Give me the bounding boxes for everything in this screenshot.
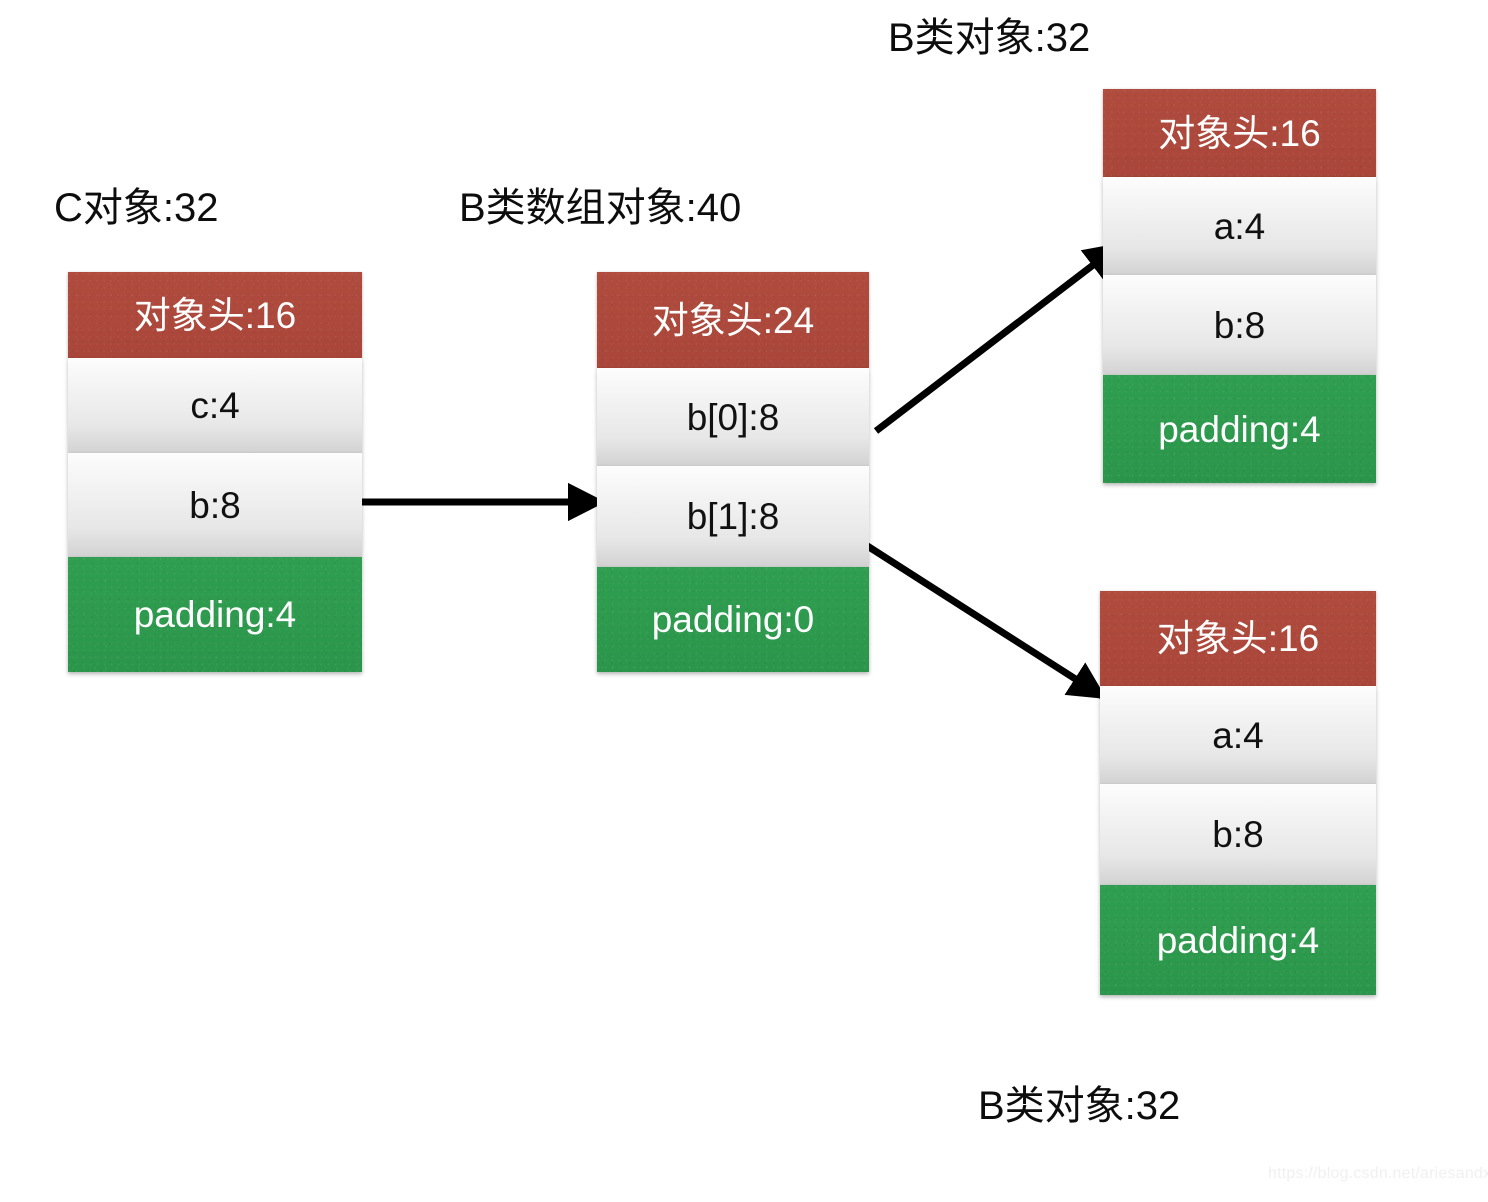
- caption-b-object-bottom: B类对象:32: [978, 1084, 1181, 1128]
- cell-label: 对象头:16: [1158, 112, 1321, 154]
- cell-field-b0: b[0]:8: [597, 368, 869, 466]
- cell-label: padding:4: [1158, 408, 1321, 450]
- cell-padding: padding:4: [1100, 885, 1376, 995]
- cell-label: 对象头:16: [1156, 618, 1320, 659]
- memory-block-c-object: 对象头:16 c:4 b:8 padding:4: [68, 272, 362, 672]
- cell-field-b1: b[1]:8: [597, 466, 869, 567]
- watermark-url: https://blog.csdn.net/ariesandx: [1268, 1165, 1488, 1182]
- cell-field-a: a:4: [1100, 686, 1376, 784]
- caption-c-object: C对象:32: [54, 186, 219, 230]
- cell-field-a: a:4: [1103, 177, 1376, 275]
- cell-padding: padding:4: [1103, 375, 1376, 483]
- cell-label: b:8: [1212, 814, 1264, 855]
- cell-label: padding:0: [651, 599, 815, 640]
- cell-label: b[1]:8: [686, 496, 780, 537]
- cell-label: c:4: [190, 385, 240, 426]
- cell-label: a:4: [1212, 714, 1264, 756]
- memory-block-b-array-object: 对象头:24 b[0]:8 b[1]:8 padding:0: [597, 272, 869, 672]
- arrow-array-b1-to-b-object-bottom: [856, 537, 1107, 700]
- cell-object-header: 对象头:16: [1100, 591, 1376, 686]
- arrow-array-b0-to-b-object-top: [873, 242, 1123, 434]
- cell-padding: padding:0: [597, 567, 869, 672]
- caption-b-object-top: B类对象:32: [888, 16, 1091, 60]
- cell-field-b: b:8: [68, 453, 362, 557]
- cell-label: 对象头:16: [133, 294, 297, 336]
- cell-label: b:8: [1213, 304, 1266, 346]
- cell-object-header: 对象头:24: [597, 272, 869, 368]
- caption-b-array-object: B类数组对象:40: [459, 186, 742, 230]
- cell-field-c: c:4: [68, 358, 362, 453]
- cell-field-b: b:8: [1100, 784, 1376, 885]
- cell-label: padding:4: [1156, 919, 1320, 961]
- cell-label: b[0]:8: [686, 396, 780, 438]
- cell-label: 对象头:24: [651, 299, 815, 341]
- cell-field-b: b:8: [1103, 275, 1376, 375]
- memory-block-b-object-bottom: 对象头:16 a:4 b:8 padding:4: [1100, 591, 1376, 995]
- cell-label: b:8: [189, 484, 241, 526]
- cell-object-header: 对象头:16: [68, 272, 362, 358]
- cell-label: padding:4: [133, 594, 297, 635]
- memory-block-b-object-top: 对象头:16 a:4 b:8 padding:4: [1103, 89, 1376, 483]
- cell-label: a:4: [1213, 205, 1266, 247]
- cell-padding: padding:4: [68, 557, 362, 672]
- cell-object-header: 对象头:16: [1103, 89, 1376, 177]
